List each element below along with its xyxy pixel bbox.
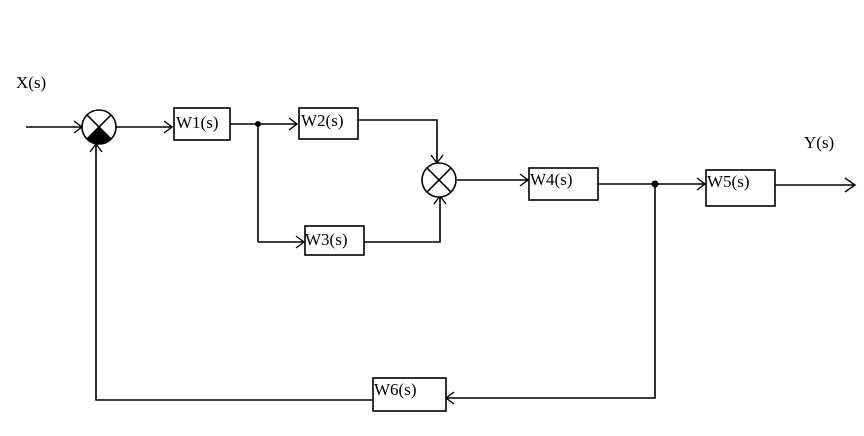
arrowhead-into-w2: [288, 117, 299, 131]
summing-junction-1-cross-b: [86, 114, 112, 140]
wire-w6-to-sum1: [95, 144, 372, 401]
input-signal-label: X(s): [16, 73, 46, 92]
block-w6: W6(s): [372, 377, 447, 412]
block-w1-label: W1(s): [176, 113, 218, 132]
connections: [26, 119, 855, 401]
wire-w3-to-sum2: [364, 196, 441, 243]
summing-junction-2-cross-b: [426, 167, 452, 193]
block-w4-box: [528, 167, 599, 201]
block-w5-box: [705, 169, 776, 207]
block-w5: W5(s): [705, 169, 776, 207]
summing-junction-2: [421, 162, 457, 198]
block-w2-label: W2(s): [301, 111, 343, 130]
wire-feedback-to-w6: [446, 184, 656, 399]
arrowhead-into-w5: [696, 177, 707, 191]
block-w2: W2(s): [298, 107, 359, 140]
block-w4: W4(s): [528, 167, 599, 201]
arrowhead-into-w3: [295, 235, 306, 249]
summing-junction-1-shaded-quadrant: [86, 127, 112, 144]
block-w3-box: [304, 225, 365, 256]
arrowhead-into-w1: [163, 120, 174, 134]
block-w3: W3(s): [304, 225, 365, 256]
branch-point-w4: [651, 180, 659, 188]
output-signal-label: Y(s): [804, 133, 834, 152]
block-w6-box: [372, 377, 447, 412]
block-w5-label: W5(s): [707, 172, 749, 191]
arrowhead-output: [844, 177, 857, 193]
summing-junction-1: [81, 109, 117, 145]
block-w1: W1(s): [173, 107, 231, 141]
block-w3-label: W3(s): [305, 230, 347, 249]
block-w4-label: W4(s): [530, 170, 572, 189]
arrowheads: [73, 117, 857, 405]
block-w1-box: [173, 107, 231, 141]
arrowhead-into-w4: [519, 173, 530, 187]
branch-point-w1: [255, 121, 261, 127]
block-w6-label: W6(s): [374, 380, 416, 399]
block-w2-box: [298, 107, 359, 140]
wire-w2-to-sum2: [358, 119, 438, 163]
